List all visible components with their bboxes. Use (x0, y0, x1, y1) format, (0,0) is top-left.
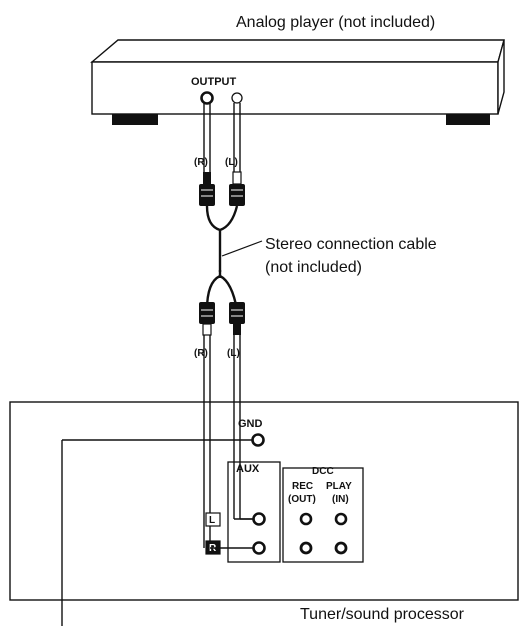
svg-text:L: L (209, 515, 215, 526)
rca-plug-bottom-left (229, 302, 245, 335)
player-caption: Analog player (not included) (236, 14, 435, 31)
dcc-rec-jack-left (299, 512, 313, 526)
output-jack-right (200, 91, 214, 105)
rec-label: REC (292, 481, 313, 492)
cable-callout-line (221, 240, 263, 257)
dcc-rec-jack-right (299, 541, 313, 555)
dcc-play-jack-left (334, 512, 348, 526)
play-label: PLAY (326, 481, 352, 492)
aux-label: AUX (236, 463, 260, 475)
jack-block (227, 461, 364, 563)
cable-caption-line2: (not included) (265, 259, 362, 276)
output-label: OUTPUT (191, 76, 237, 88)
aux-jack-left (252, 512, 266, 526)
gnd-terminal (251, 433, 265, 447)
plug-label-bottom-right: (R) (194, 348, 208, 359)
rec-sub-label: (OUT) (288, 494, 316, 505)
rca-plug-top-left (229, 171, 245, 206)
cable-caption-line1: Stereo connection cable (265, 236, 437, 253)
play-sub-label: (IN) (332, 494, 349, 505)
plug-label-top-right: (R) (194, 157, 208, 168)
rca-plug-top-right (199, 172, 215, 206)
processor-caption: Tuner/sound processor (300, 606, 465, 623)
dcc-play-jack-right (334, 541, 348, 555)
l-marker: L (205, 512, 221, 527)
player-foot-right (446, 114, 490, 125)
aux-jack-right (252, 541, 266, 555)
plug-label-top-left: (L) (225, 157, 238, 168)
player-foot-left (112, 114, 158, 125)
ground-wire (61, 439, 252, 626)
dcc-label: DCC (312, 466, 334, 477)
output-jack-left (231, 92, 243, 104)
tuner-processor-panel (9, 401, 519, 601)
analog-player (90, 39, 505, 125)
rca-plug-bottom-right (199, 302, 215, 336)
gnd-label: GND (238, 418, 263, 430)
